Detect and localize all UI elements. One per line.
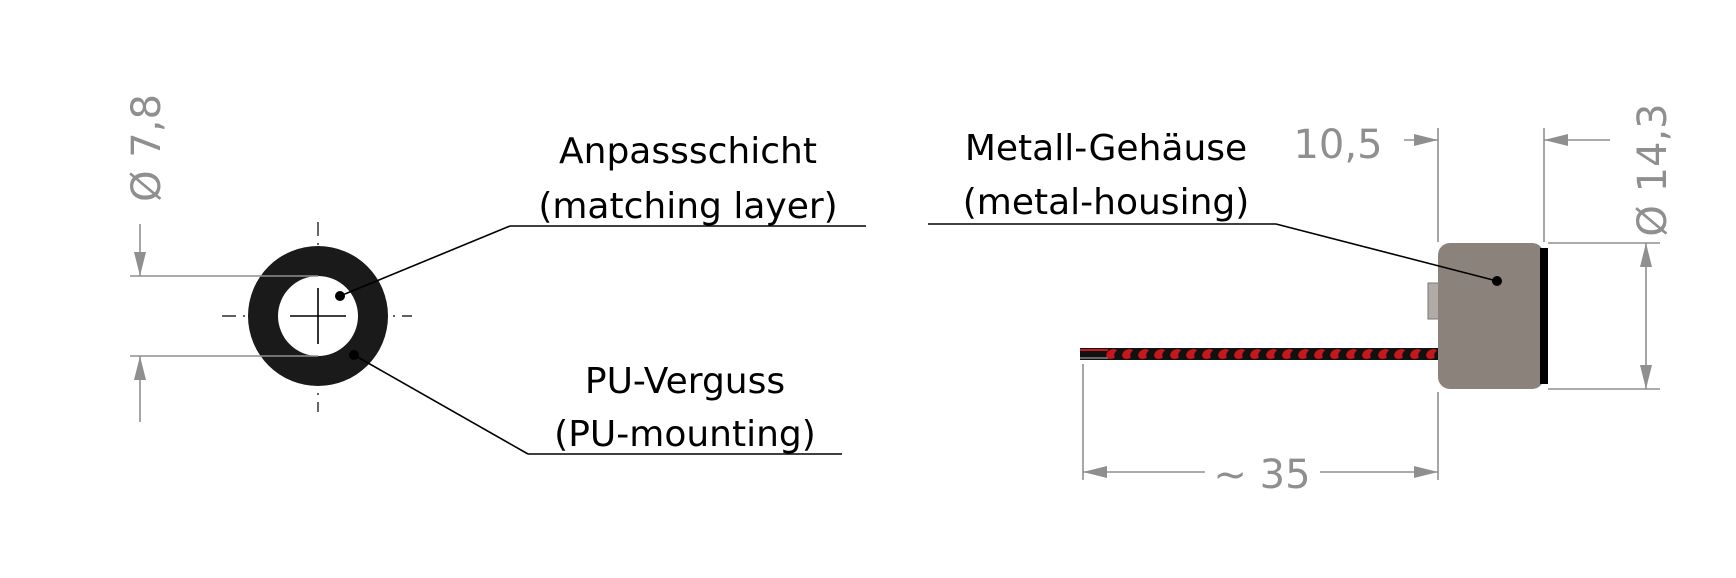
arrow-left [1083, 466, 1107, 478]
front-view [222, 222, 412, 412]
metal-housing-callout: Metall-Gehäuse (metal-housing) [928, 128, 1502, 286]
leader-line [339, 225, 511, 297]
pu-potting-callout: PU-Verguss (PU-mounting) [349, 350, 842, 455]
length-dimension: 10,5 [1293, 122, 1610, 242]
arrow-left [1544, 134, 1568, 146]
arrow-up [1640, 243, 1652, 267]
cable-twist [1106, 349, 1446, 359]
arrow-right [1414, 466, 1438, 478]
leader-line [353, 354, 529, 455]
length-label: 10,5 [1293, 122, 1382, 168]
arrow-up [134, 356, 146, 380]
metal-housing-label-de: Metall-Gehäuse [965, 128, 1247, 169]
arrow-down [1640, 365, 1652, 389]
metal-housing-label-en: (metal-housing) [963, 182, 1250, 223]
matching-layer-label-de: Anpassschicht [559, 131, 817, 172]
matching-layer-side [1540, 248, 1548, 384]
pu-potting-label-en: (PU-mounting) [554, 414, 816, 455]
inner-diameter-label: Ø 7,8 [124, 94, 170, 202]
arrow-right [1414, 134, 1438, 146]
pu-potting-label-de: PU-Verguss [585, 361, 785, 402]
inner-diameter-dimension: Ø 7,8 [124, 94, 318, 422]
side-view [1080, 243, 1548, 389]
outer-diameter-label: Ø 14,3 [1630, 103, 1676, 236]
cable-length-dimension: ~ 35 [1082, 364, 1439, 498]
matching-layer-label-en: (matching layer) [538, 186, 837, 227]
matching-layer-callout: Anpassschicht (matching layer) [335, 131, 866, 301]
leader-line [1275, 223, 1498, 282]
arrow-down [134, 252, 146, 276]
outer-diameter-dimension: Ø 14,3 [1548, 103, 1676, 390]
metal-housing-body [1438, 243, 1544, 389]
twisted-cable [1080, 348, 1446, 360]
cable-length-label: ~ 35 [1213, 452, 1310, 498]
